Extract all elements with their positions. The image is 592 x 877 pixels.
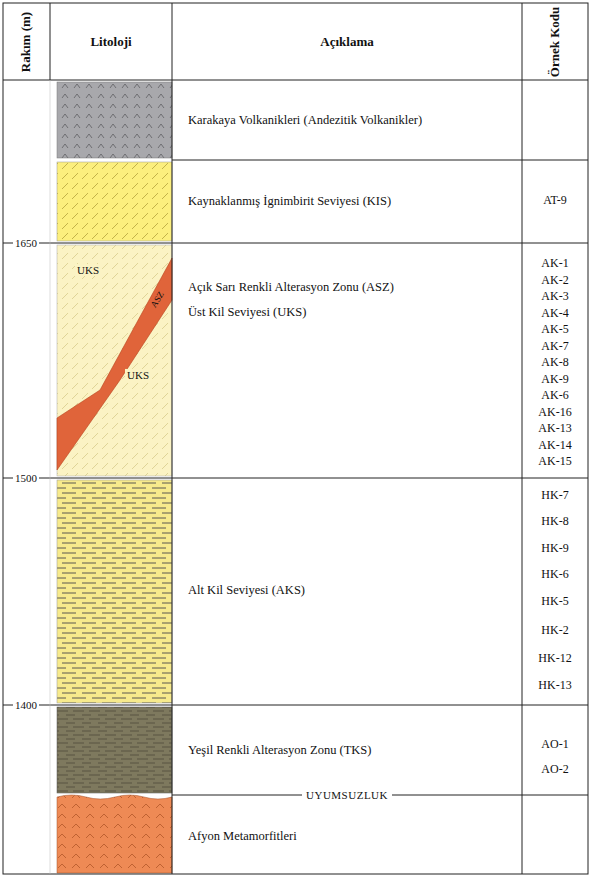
green-alteration-layer <box>57 707 172 793</box>
unconformity-label: UYUMSUZLUK <box>302 789 392 802</box>
sample-code: AK-15 <box>538 455 571 469</box>
lower-clay-layer <box>57 480 172 703</box>
sample-code: HK-7 <box>541 489 568 503</box>
sample-code: AK-2 <box>541 274 568 288</box>
lithology-band: UKS ASZ UKS <box>57 245 172 476</box>
sample-code: AK-9 <box>541 373 568 387</box>
unit-abbreviation: UKS <box>75 264 101 276</box>
unit-description: Alt Kil Seviyesi (AKS) <box>188 583 305 597</box>
sample-code: AK-13 <box>538 422 571 436</box>
sample-code: HK-9 <box>541 542 568 556</box>
sample-code: AK-14 <box>538 439 571 453</box>
elevation-tick: 1650 <box>13 237 39 250</box>
sample-code: AK-3 <box>541 290 568 304</box>
sample-code: AO-2 <box>541 763 568 777</box>
sample-code: HK-12 <box>538 652 571 666</box>
unit-description: Açık Sarı Renkli Alterasyon Zonu (ASZ) <box>188 280 394 294</box>
elevation-tick: 1400 <box>13 699 39 712</box>
sample-code: HK-2 <box>541 624 568 638</box>
metamorphic-layer <box>57 795 172 873</box>
sample-code: AK-4 <box>541 307 568 321</box>
volcanic-layer <box>57 82 172 158</box>
sample-code: AK-16 <box>538 406 571 420</box>
unit-description: Yeşil Renkli Alterasyon Zonu (TKS) <box>188 743 371 757</box>
sample-code: AK-1 <box>541 257 568 271</box>
sample-code: HK-8 <box>541 515 568 529</box>
unit-description: Üst Kil Seviyesi (UKS) <box>188 305 306 319</box>
upper-clay-layer <box>57 245 172 476</box>
alteration-band <box>57 258 172 470</box>
sample-code: AO-1 <box>541 738 568 752</box>
sample-code: AK-8 <box>541 356 568 370</box>
ignimbrite-layer <box>57 162 172 241</box>
table-lines <box>3 3 588 874</box>
unit-abbreviation: ASZ <box>149 290 166 310</box>
column-header: Örnek Kodu <box>548 7 563 77</box>
sample-code: AK-6 <box>541 389 568 403</box>
sample-code: HK-6 <box>541 568 568 582</box>
sample-code: AT-9 <box>543 194 567 208</box>
unit-abbreviation: UKS <box>125 369 151 381</box>
unit-description: Karakaya Volkanikleri (Andezitik Volkani… <box>188 113 422 127</box>
sample-code: HK-13 <box>538 679 571 693</box>
unit-description: Afyon Metamorfitleri <box>188 829 297 843</box>
column-header: Açıklama <box>320 35 373 50</box>
sample-code: HK-5 <box>541 595 568 609</box>
unit-description: Kaynaklanmış İgnimbirit Seviyesi (KIS) <box>188 194 391 208</box>
sample-code: AK-5 <box>541 323 568 337</box>
sample-code: AK-7 <box>541 340 568 354</box>
elevation-tick: 1500 <box>13 472 39 485</box>
column-header: Rakım (m) <box>19 12 34 72</box>
column-header: Litoloji <box>90 35 131 50</box>
